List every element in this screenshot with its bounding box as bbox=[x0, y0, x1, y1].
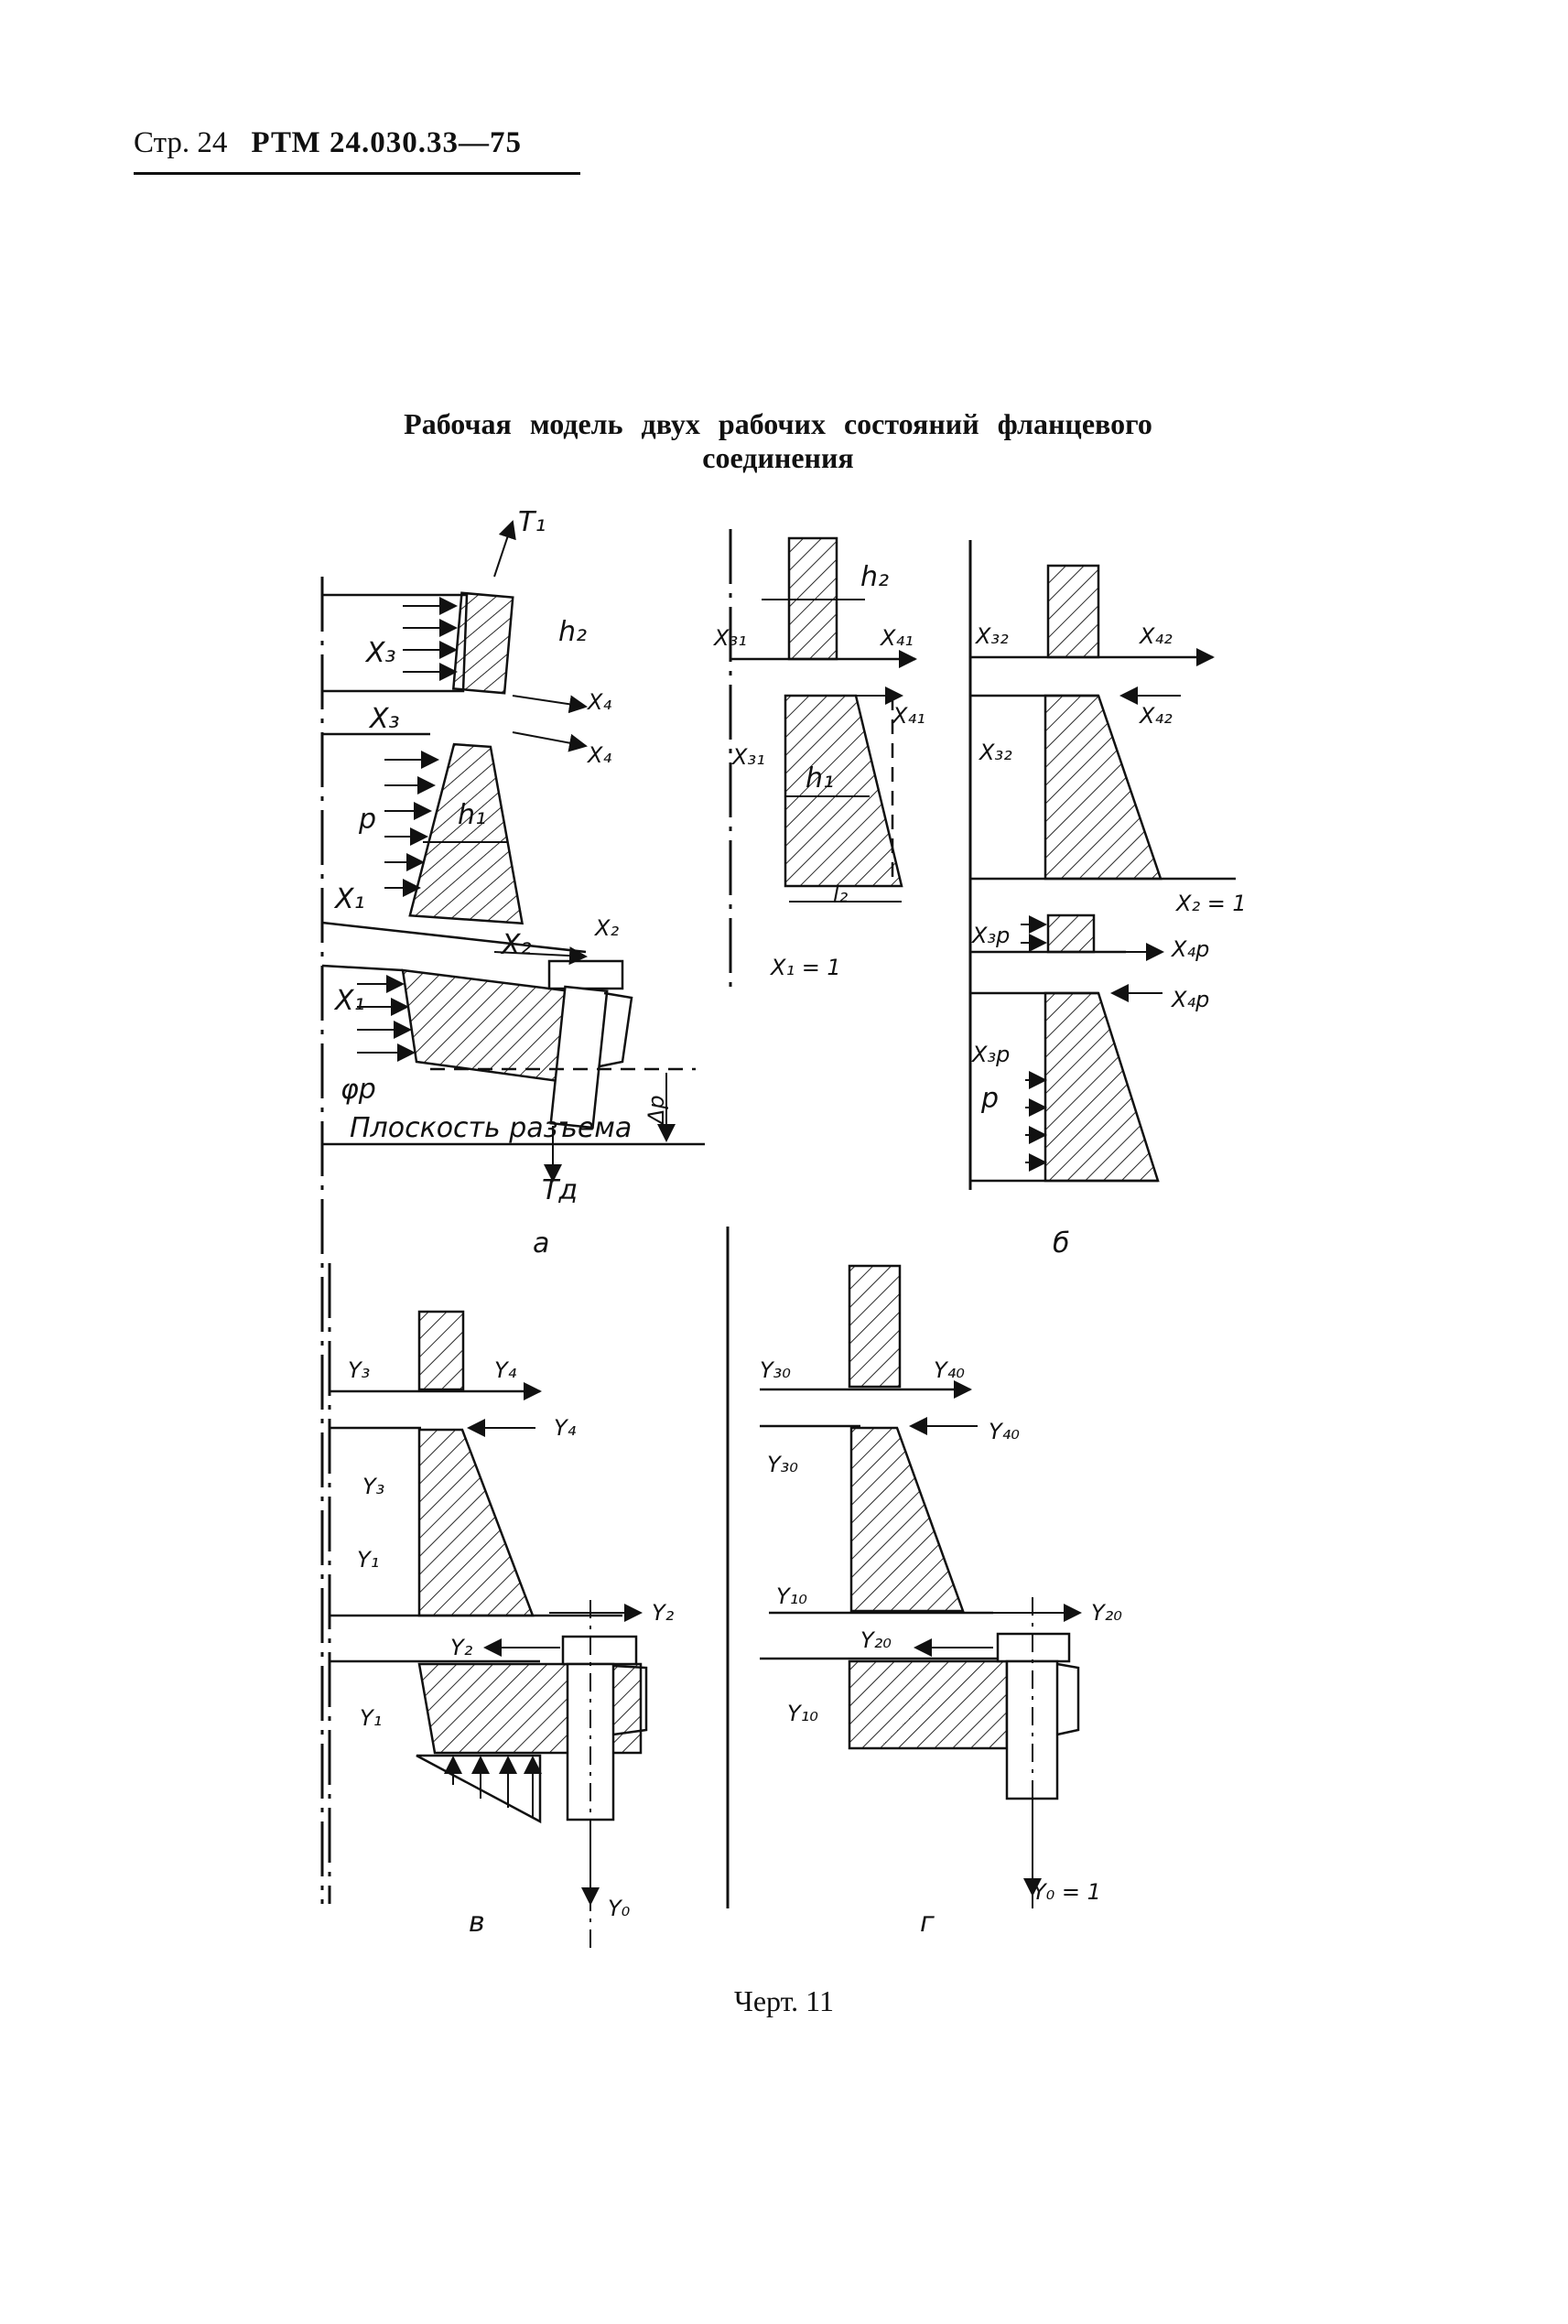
label-X4p-2: X₄p bbox=[1170, 987, 1209, 1012]
label-p-b: p bbox=[980, 1083, 999, 1115]
label-Y1-v2: Y₁ bbox=[360, 1705, 382, 1731]
label-p-a: p bbox=[358, 804, 376, 836]
label-X4p: X₄p bbox=[1170, 936, 1209, 962]
label-X3-a2: X₃ bbox=[368, 703, 400, 735]
label-delta-p: Δp bbox=[643, 1095, 669, 1126]
label-X3p-2: X₃p bbox=[970, 1042, 1010, 1067]
label-Y10-2: Y₁₀ bbox=[787, 1701, 818, 1726]
header-rule bbox=[134, 172, 580, 175]
subfigure-v-letter: в bbox=[469, 1907, 485, 1939]
label-X1-eq: X₁ = 1 bbox=[769, 955, 841, 980]
label-X31: X₃₁ bbox=[712, 625, 747, 651]
subfigure-v-labels: Y₃ Y₄ Y₄ Y₃ Y₁ Y₂ Y₂ Y₁ Y₀ в bbox=[348, 1357, 675, 1939]
figure-title: Рабочая модель двух рабочих состояний фл… bbox=[275, 407, 1281, 475]
label-X4-a: X₄ bbox=[586, 689, 611, 715]
label-X3p: X₃p bbox=[970, 923, 1010, 948]
label-X4-a2: X₄ bbox=[586, 742, 611, 768]
label-X2-a2: X₂ bbox=[593, 915, 619, 941]
label-X42-2: X₄₂ bbox=[1138, 703, 1173, 729]
subfigure-b bbox=[729, 529, 1236, 1190]
subfigure-a bbox=[320, 520, 705, 1904]
label-T1: T₁ bbox=[518, 506, 546, 538]
label-X2-eq: X₂ = 1 bbox=[1174, 891, 1247, 916]
label-Y3-v: Y₃ bbox=[348, 1357, 370, 1383]
label-Y1-v: Y₁ bbox=[357, 1547, 379, 1573]
label-X32: X₃₂ bbox=[974, 623, 1009, 649]
subfigure-b-letter: б bbox=[1053, 1227, 1070, 1259]
label-X3-a: X₃ bbox=[364, 637, 396, 669]
label-h2-a: h₂ bbox=[558, 616, 587, 648]
label-X1-a2: X₁ bbox=[333, 985, 365, 1017]
label-Y10: Y₁₀ bbox=[776, 1584, 807, 1609]
label-X2-a: X₂ bbox=[500, 929, 532, 961]
subfigure-v bbox=[328, 1263, 648, 1950]
page-header: Стр. 24 РТМ 24.030.33—75 bbox=[134, 126, 522, 160]
subfigure-g bbox=[726, 1227, 1082, 1913]
label-Y4-v2: Y₄ bbox=[554, 1415, 577, 1441]
label-h1-a: h₁ bbox=[458, 799, 486, 831]
page-number: Стр. 24 bbox=[134, 126, 228, 159]
label-X41: X₄₁ bbox=[879, 625, 914, 651]
label-Y0-eq: Y₀ = 1 bbox=[1033, 1879, 1101, 1905]
label-phi-p: φp bbox=[341, 1074, 376, 1106]
label-Y40-2: Y₄₀ bbox=[989, 1419, 1020, 1444]
label-X41-2: X₄₁ bbox=[891, 703, 925, 729]
label-Y3-v2: Y₃ bbox=[362, 1474, 384, 1499]
subfigure-a-labels: T₁ h₂ X₃ X₄ X₃ X₄ h₁ p X₁ X₂ X₂ X₁ φp Δp… bbox=[333, 506, 669, 1259]
subfigure-g-letter: г bbox=[920, 1907, 935, 1939]
label-h2-b: h₂ bbox=[860, 561, 889, 593]
label-Y40: Y₄₀ bbox=[934, 1357, 965, 1383]
label-Y30: Y₃₀ bbox=[760, 1357, 791, 1383]
label-Y0-v: Y₀ bbox=[608, 1896, 631, 1921]
label-plane: Плоскость разъема bbox=[350, 1112, 632, 1144]
label-X1-a: X₁ bbox=[333, 883, 365, 915]
label-Y20-2: Y₂₀ bbox=[860, 1627, 892, 1653]
document-code: РТМ 24.030.33—75 bbox=[251, 126, 522, 159]
label-X31-2: X₃₁ bbox=[730, 744, 765, 770]
figure-caption: Черт. 11 bbox=[734, 1984, 834, 2017]
label-Td: Tд bbox=[542, 1174, 578, 1206]
figure-title-line1: Рабочая модель двух рабочих состояний фл… bbox=[404, 407, 1152, 440]
subfigure-g-labels: Y₃₀ Y₄₀ Y₄₀ Y₃₀ Y₁₀ Y₂₀ Y₂₀ Y₁₀ Y₀ = 1 г bbox=[760, 1357, 1122, 1939]
label-h1-b: h₁ bbox=[806, 762, 834, 794]
label-Y4-v: Y₄ bbox=[494, 1357, 517, 1383]
label-Y30-2: Y₃₀ bbox=[767, 1452, 798, 1477]
label-Y2-v2: Y₂ bbox=[450, 1635, 473, 1660]
figure-title-line2: соединения bbox=[702, 441, 854, 474]
label-X32-2: X₃₂ bbox=[978, 740, 1012, 765]
label-l2: l₂ bbox=[833, 881, 849, 907]
subfigure-b-labels: h₂ X₃₁ X₄₁ X₄₁ X₃₁ h₁ l₂ X₁ = 1 X₃₂ X₄₂ … bbox=[712, 561, 1247, 1259]
label-X42: X₄₂ bbox=[1138, 623, 1173, 649]
label-Y2-v: Y₂ bbox=[652, 1600, 675, 1626]
label-Y20: Y₂₀ bbox=[1091, 1600, 1122, 1626]
subfigure-a-letter: а bbox=[533, 1227, 549, 1259]
